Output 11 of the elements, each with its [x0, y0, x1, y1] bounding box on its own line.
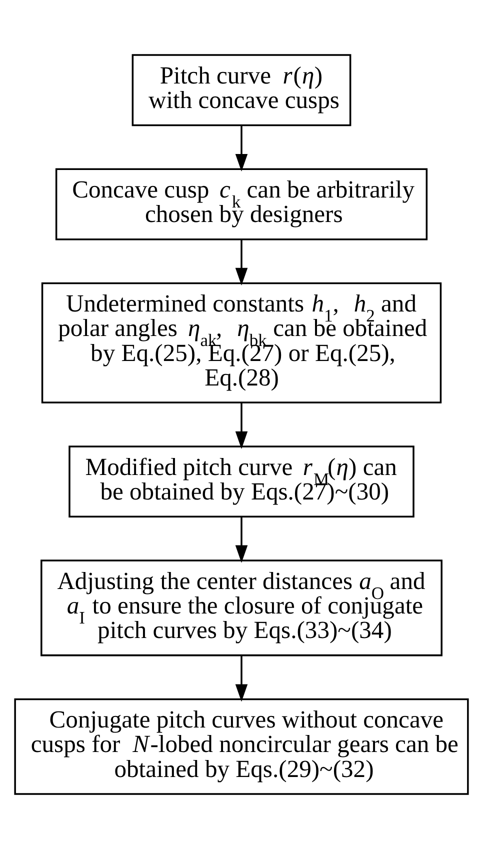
- arrow: [235, 125, 248, 172]
- node-box: Modified pitch curve r$_{M}$(η) can be obtained by Eqs.(27)~(30): [68, 445, 414, 518]
- node-box: Pitch curve r(η) with concave cusps: [132, 54, 352, 126]
- arrow: [235, 516, 248, 562]
- node-box: Concave cusp c$_{k}$ can be arbitrarily chosen by designers: [55, 168, 428, 240]
- arrow: [235, 402, 248, 448]
- node-box: Undetermined constants h$_{1}$, h$_{2}$ and polar angles η$_{ak}$, η$_{bk}$ can be obtained by Eq.(25), Eq.(27) or Eq.(25), Eq.(28): [41, 282, 442, 403]
- node-box: Conjugate pitch curves without concave cusps for N-lobed noncircular gears can be obtained by Eqs.(29)~(32): [14, 698, 469, 794]
- node-box: Adjusting the center distances a$_{O}$ and a$_{I}$ to ensure the closure of conjugate pitch curves by Eqs.(33)~(34): [40, 559, 442, 656]
- arrow: [235, 238, 248, 285]
- arrow: [235, 654, 248, 702]
